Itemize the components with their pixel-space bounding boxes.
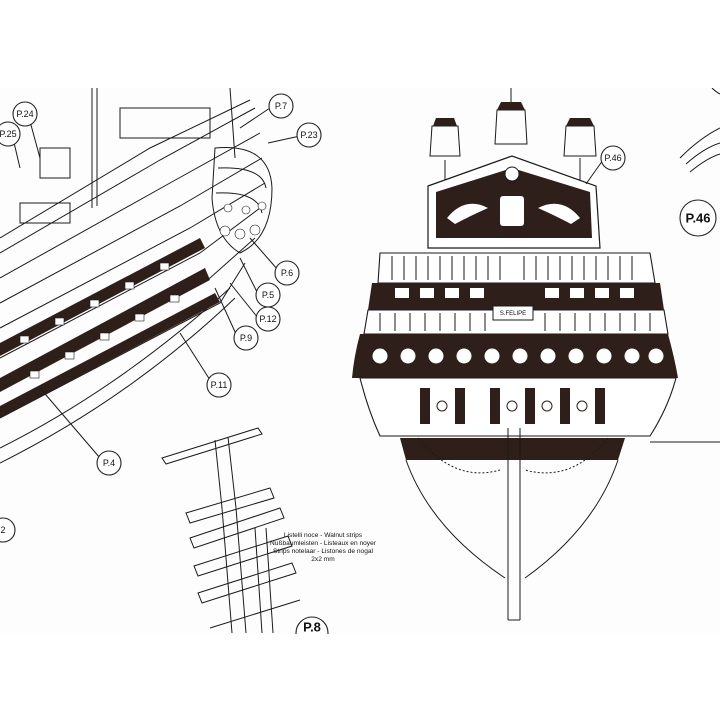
- nameplate-frame: [492, 305, 534, 321]
- svg-text:P.9: P.9: [240, 333, 252, 343]
- callout-p12: P.12: [255, 306, 281, 332]
- callout-p7: P.7: [268, 93, 294, 119]
- stern-nameplate: S.FELIPE: [500, 311, 526, 317]
- callout-p6: P.6: [274, 260, 300, 286]
- svg-text:P.7: P.7: [275, 101, 287, 111]
- callout-p46-large: P.46: [679, 199, 717, 237]
- svg-text:P.4: P.4: [103, 458, 115, 468]
- strip-note-line-3: Strips notelaar - Listones de nogal: [272, 548, 374, 555]
- gun-ports: [0, 201, 267, 418]
- svg-text:P.46: P.46: [604, 153, 621, 163]
- callout-p25: P.25: [0, 121, 21, 147]
- rudder: [405, 428, 619, 621]
- svg-text:2: 2: [0, 525, 5, 535]
- callout-p5: P.5: [255, 282, 281, 308]
- svg-text:P.12: P.12: [259, 314, 276, 324]
- strip-material-note: Listelli noce - Walnut strips Nußbaumlei…: [248, 532, 398, 564]
- callout-p9: P.9: [233, 325, 259, 351]
- svg-text:P.24: P.24: [16, 109, 33, 119]
- callout-p2: 2: [0, 517, 16, 543]
- svg-text:P.6: P.6: [281, 268, 293, 278]
- svg-text:P.23: P.23: [300, 130, 317, 140]
- strip-note-line-2: Nußbaumleisten - Listeaux en noyer: [270, 540, 376, 547]
- callout-p4: P.4: [96, 450, 122, 476]
- ship-plan-drawing: P.24 P.25 P.7 P.23 P.6 P.5 P.12 P.9 P.11…: [0, 88, 720, 634]
- leader-lines-left: [11, 107, 301, 459]
- strip-ladder-detail: [161, 427, 301, 634]
- callout-p8: P.8: [295, 616, 329, 635]
- callout-p24: P.24: [12, 101, 38, 127]
- callout-p46-small: P.46: [600, 145, 626, 171]
- rudder-chains: [417, 437, 609, 474]
- svg-text:P.11: P.11: [211, 380, 228, 390]
- strip-note-line-4: 2x2 mm: [311, 556, 335, 563]
- hull-side-view: [0, 88, 273, 464]
- svg-text:P.8: P.8: [303, 620, 321, 635]
- svg-text:P.46: P.46: [685, 211, 710, 226]
- callout-p11: P.11: [206, 372, 232, 398]
- svg-text:P.5: P.5: [262, 290, 274, 300]
- strip-note-line-1: Listelli noce - Walnut strips: [283, 532, 363, 539]
- hull-curves-right: [650, 88, 720, 443]
- plan-sheet: P.24 P.25 P.7 P.23 P.6 P.5 P.12 P.9 P.11…: [0, 88, 720, 634]
- stern-view: S.FELIPE: [352, 88, 678, 621]
- callout-p23: P.23: [296, 122, 322, 148]
- svg-text:P.25: P.25: [0, 129, 17, 139]
